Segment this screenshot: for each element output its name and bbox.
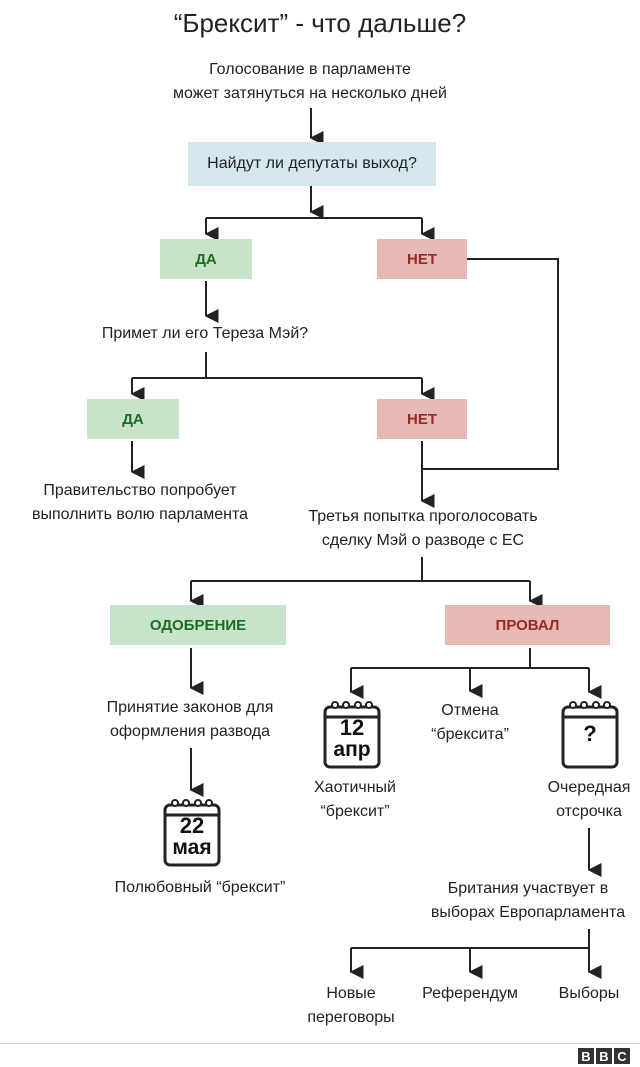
referendum-text: Референдум (422, 985, 518, 1002)
laws-text: Принятие законов для оформления развода (106, 699, 274, 740)
calendar-april-day: 12 (339, 715, 365, 740)
calendar-question-mark: ? (583, 721, 597, 746)
calendar-icon-may: 22 мая (163, 797, 221, 867)
intro-text: Голосование в парламенте может затянутьс… (173, 61, 447, 102)
q2-no-box: НЕТ (377, 399, 467, 439)
chaotic-brexit-text: Хаотичный “брексит” (314, 779, 396, 820)
page-title: “Брексит” - что дальше? (173, 8, 467, 38)
failure-box: ПРОВАЛ (445, 605, 610, 645)
calendar-icon-april: 12 апр (323, 699, 381, 769)
q1-yes-box: ДА (160, 239, 252, 279)
bbc-logo-letter: B (596, 1048, 612, 1064)
elections-text: Выборы (558, 985, 620, 1002)
third-vote-text: Третья попытка проголосовать сделку Мэй … (308, 508, 538, 549)
delay-text: Очередная отсрочка (547, 779, 631, 820)
bbc-logo: B B C (578, 1048, 630, 1064)
amicable-brexit-text: Полюбовный “брексит” (114, 879, 286, 896)
question-deputies-box: Найдут ли депутаты выход? (188, 142, 436, 186)
approval-box: ОДОБРЕНИЕ (110, 605, 286, 645)
footer-divider (0, 1043, 640, 1044)
new-talks-text: Новые переговоры (307, 985, 395, 1026)
calendar-may-month: мая (172, 836, 212, 859)
question-may-text: Примет ли его Тереза Мэй? (101, 325, 309, 342)
cancel-brexit-text: Отмена “брексита” (431, 702, 509, 743)
calendar-may-day: 22 (179, 813, 205, 838)
q2-yes-box: ДА (87, 399, 179, 439)
bbc-logo-letter: C (614, 1048, 630, 1064)
eu-elections-text: Британия участвует в выборах Европарламе… (430, 880, 626, 921)
q1-no-box: НЕТ (377, 239, 467, 279)
government-text: Правительство попробует выполнить волю п… (31, 482, 248, 523)
calendar-icon-unknown: ? (561, 699, 619, 769)
calendar-april-month: апр (333, 738, 371, 761)
bbc-logo-letter: B (578, 1048, 594, 1064)
